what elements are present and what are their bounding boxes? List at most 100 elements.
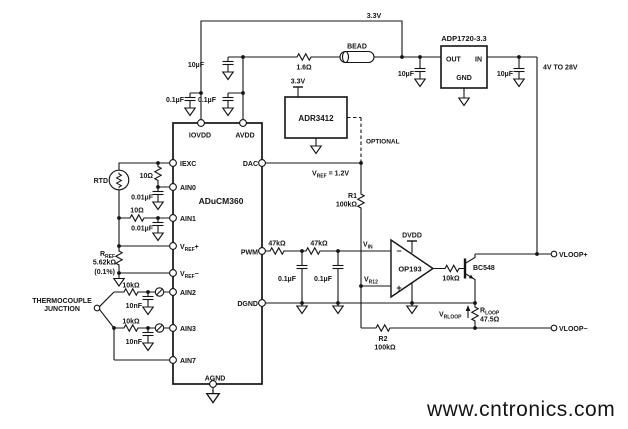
label-r-ain2: 10kΩ [122,283,140,290]
label-pin-iexc: IEXC [180,161,196,168]
mux-switch-icon [154,287,165,297]
label-r-ain1: 10Ω [130,208,144,215]
label-iovdd-cap: 0.1µF [166,97,185,104]
ground-icon [142,339,154,352]
resistor-symbol-ain2 [121,288,141,296]
label-opamp-minus: − [396,246,401,256]
label-mcu-name: ADuCM360 [199,196,244,206]
capacitor-symbol-avdd [221,92,235,106]
label-adr-name: ADR3412 [298,114,334,123]
resistor-symbol-base [442,264,462,273]
label-loop-supply: 4V TO 28V [543,65,578,72]
label-r1-value: 100kΩ [336,202,358,209]
label-vrloop: VRLOOP [439,312,462,321]
resistor-symbol-pwm2 [303,247,323,255]
watermark-text: www.cntronics.com [426,398,615,421]
label-pin-ain3: AIN3 [180,326,196,333]
label-pin-dac: DAC [243,161,258,168]
label-pin-ain2: AIN2 [180,290,196,297]
capacitor-symbol-pwm2 [331,260,345,274]
label-rref-value: 5.62kΩ [93,260,117,267]
capacitor-symbol-bulk [221,56,235,70]
label-ferrite-res: 1.6Ω [296,65,312,72]
label-avdd-cap: 0.1µF [198,97,217,104]
label-pin-ain1: AIN1 [180,216,196,223]
ground-icon [310,142,322,155]
label-rloop: RLOOP [480,308,500,317]
label-rref: RREF [100,251,115,260]
label-c-ain0: 0.01µF [131,195,154,202]
ground-icon [222,104,234,117]
label-adr-supply: 3.3V [291,79,306,86]
resistor-symbol-r2 [373,324,393,332]
adr3412-reference-box [284,96,348,139]
label-pin-iovdd: IOVDD [189,133,211,140]
label-vin: VIN [363,242,373,251]
label-opamp: OP193 [398,265,421,274]
label-thermocouple-2: JUNCTION [44,306,80,313]
label-3v3-rail: 3.3V [367,13,382,20]
ground-icon [206,389,220,404]
label-pwm-r1: 47kΩ [268,241,286,248]
label-regulator-name: ADP1720-3.3 [441,34,486,43]
ferrite-bead-symbol [339,50,375,64]
label-r1: R1 [348,193,357,200]
resistor-symbol-iexc [154,163,162,184]
label-reg-gnd-pin: GND [456,75,472,82]
label-vloop-plus: VLOOP+ [559,252,588,259]
ground-icon [222,68,234,81]
adp1720-regulator-box [440,45,488,89]
capacitor-symbol-regout [413,63,427,77]
label-reg-in-pin: IN [475,57,482,64]
ground-icon [142,303,154,316]
label-thermocouple-1: THERMOCOUPLE [32,298,92,305]
resistor-symbol-r1 [357,191,365,211]
label-dvdd: DVDD [402,233,422,240]
optional-dashed-wire [347,116,362,163]
ground-icon [184,104,196,117]
resistor-symbol-rref [115,248,123,268]
resistor-symbol-rloop [471,304,479,324]
label-vref-equation: VREF = 1.2V [312,171,349,180]
label-regout-cap: 10µF [398,71,415,78]
label-pin-ain7: AIN7 [180,358,196,365]
label-r2: R2 [379,336,388,343]
ground-icon [152,229,164,242]
label-pin-vrefp: VREF+ [180,244,199,253]
capacitor-symbol-pwm1 [295,260,309,274]
label-pin-dgnd: DGND [237,301,258,308]
vloop-minus-terminal [550,324,558,332]
label-optional: OPTIONAL [366,139,400,146]
label-c-ain3: 10nF [126,339,143,346]
label-pin-vrefn: VREF− [180,271,199,280]
vloop-plus-terminal [550,250,558,258]
label-rtd: RTD [94,178,108,185]
label-reg-out-pin: OUT [446,57,462,64]
components [93,45,558,404]
bc548-transistor-symbol [463,254,476,303]
label-pin-pwm: PWM [241,250,258,257]
op193-opamp-symbol [390,238,435,299]
resistor-symbol-ferrite [294,53,314,61]
label-rloop-value: 47.5Ω [480,317,500,324]
label-pin-agnd: AGND [205,376,226,383]
label-regin-cap: 10µF [497,71,514,78]
ground-icon [513,75,525,88]
label-pwm-c2: 0.1µF [314,276,333,283]
label-bulk-cap: 10µF [188,62,205,69]
label-pin-ain0: AIN0 [180,185,196,192]
ground-icon [414,75,426,88]
rtd-symbol [108,169,130,191]
label-rref-tolerance: (0.1%) [94,269,115,276]
label-bc548: BC548 [473,265,495,272]
label-r-ain3: 10kΩ [122,319,140,326]
label-r-base: 10kΩ [442,276,460,283]
capacitor-symbol-regin [512,63,526,77]
label-c-ain2: 10nF [126,303,143,310]
capacitor-symbol-iovdd [183,92,197,106]
resistor-symbol-pwm1 [267,247,287,255]
vrloop-arrow-icon [465,305,471,311]
label-vloop-minus: VLOOP− [559,326,588,333]
